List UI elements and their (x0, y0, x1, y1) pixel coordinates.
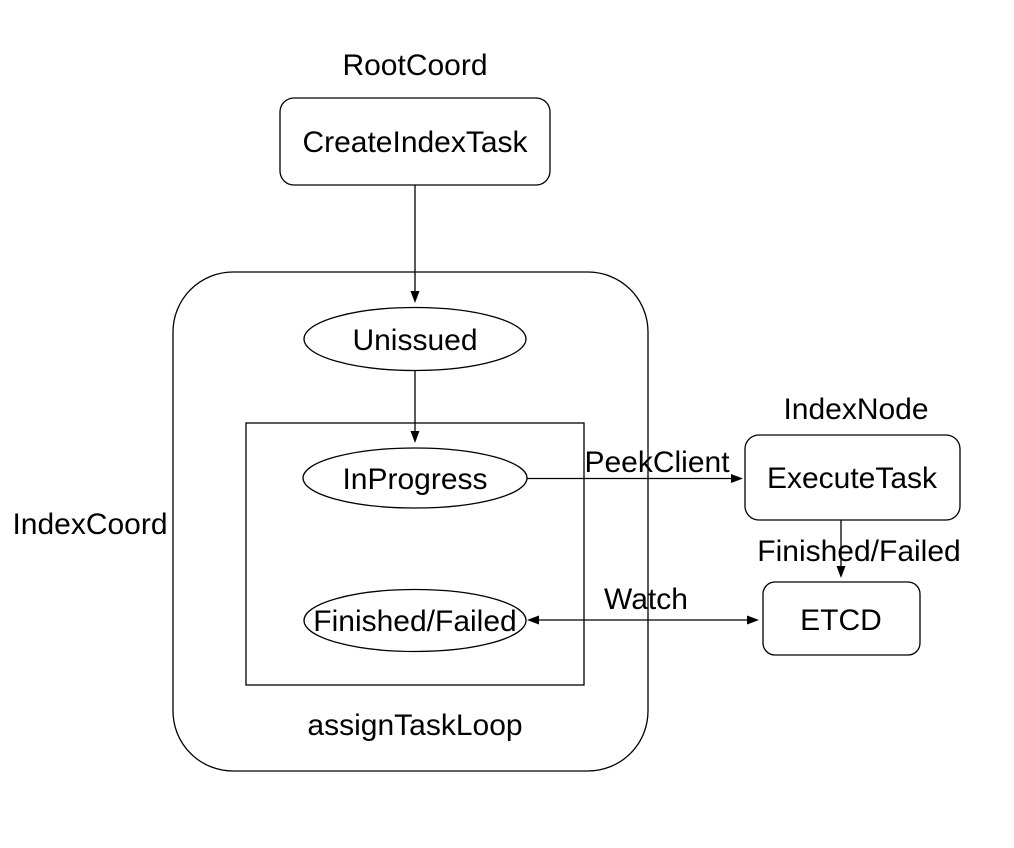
arrowhead-down-icon (410, 431, 420, 443)
arrowhead-right-icon (747, 615, 759, 625)
unissued-state-node (303, 306, 527, 372)
execute-task-label: ExecuteTask (767, 462, 938, 495)
arrowhead-left-icon (527, 615, 539, 625)
root-coord-region-label: RootCoord (342, 49, 487, 82)
finished-failed-state-label: Finished/Failed (313, 605, 516, 638)
create-index-task-node (279, 97, 551, 186)
arrowhead-down-icon (836, 566, 846, 578)
peek-client-edge-label: PeekClient (584, 446, 730, 479)
etcd-node (762, 581, 921, 656)
edge-finished-failed (836, 520, 846, 578)
arrowhead-right-icon (731, 474, 743, 483)
index-coord-container (172, 271, 649, 772)
in-progress-label: InProgress (342, 463, 487, 496)
arrowhead-down-icon (410, 291, 420, 303)
in-progress-state-node (302, 447, 528, 509)
watch-edge-label: Watch (604, 583, 688, 616)
index-coord-region-label: IndexCoord (12, 508, 167, 541)
etcd-label: ETCD (800, 604, 882, 637)
edge-unissued-to-inprogress (410, 370, 420, 443)
execute-task-node (744, 434, 961, 521)
edge-peekclient (527, 474, 743, 483)
edge-createindextask-to-unissued (410, 185, 420, 303)
finished-failed-state-node (303, 588, 527, 653)
finished-failed-edge-label: Finished/Failed (757, 535, 960, 568)
create-index-task-label: CreateIndexTask (302, 126, 528, 159)
index-node-region-label: IndexNode (783, 393, 928, 426)
unissued-label: Unissued (352, 324, 477, 357)
assign-task-loop-label: assignTaskLoop (307, 709, 522, 742)
edge-watch (527, 615, 759, 625)
